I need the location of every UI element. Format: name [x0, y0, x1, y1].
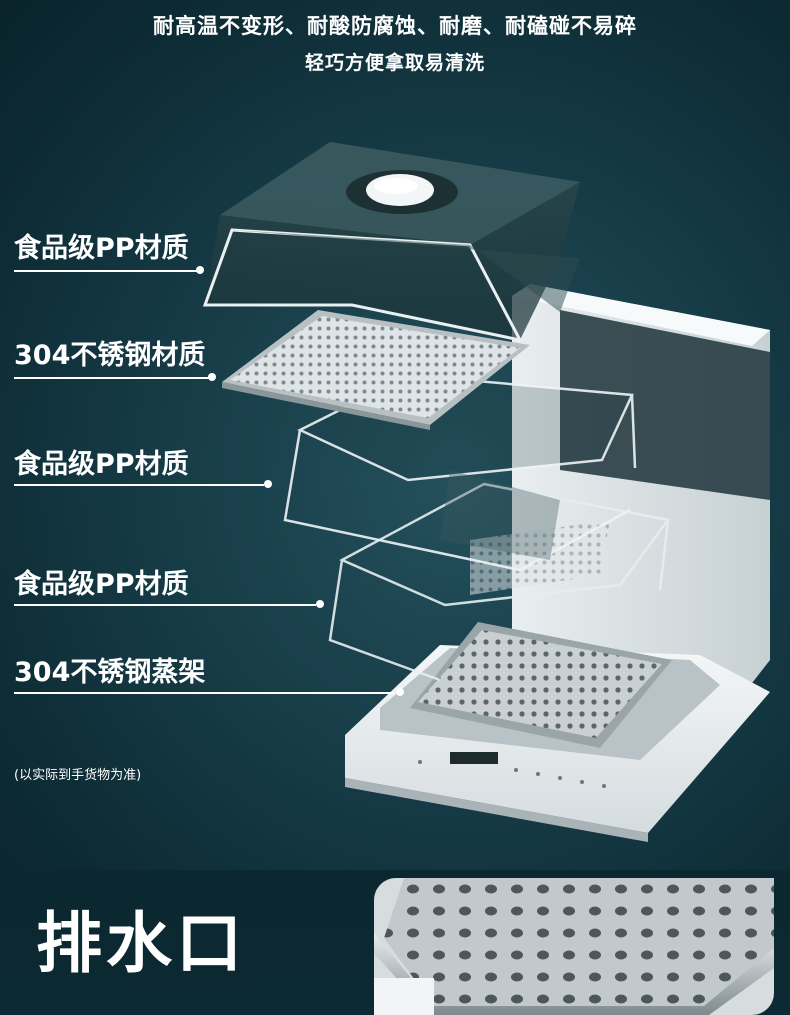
callout-line-basket-middle — [14, 484, 264, 486]
drain-section: 排水口 — [0, 870, 790, 1015]
steamer-steel-tray — [222, 310, 530, 430]
material-label-tray: 304不锈钢材质 — [14, 340, 206, 371]
callout-line-lid — [14, 270, 200, 272]
steamer-back-tower — [512, 284, 770, 692]
callout-line-rack — [14, 692, 394, 694]
callout-dot-tray — [208, 373, 216, 381]
steamer-exploded-illustration — [202, 142, 770, 842]
product-showcase: 耐高温不变形、耐酸防腐蚀、耐磨、耐磕碰不易碎 轻巧方便拿取易清洗 — [0, 0, 790, 870]
steamer-rack-bottom — [410, 622, 672, 748]
callout-dot-basket-bottom — [316, 600, 324, 608]
material-label-rack: 304不锈钢蒸架 — [14, 657, 206, 688]
material-label-basket-middle: 食品级PP材质 — [14, 449, 189, 480]
feature-headline: 耐高温不变形、耐酸防腐蚀、耐磨、耐磕碰不易碎 — [153, 14, 637, 38]
drain-closeup-photo — [374, 878, 774, 1015]
steamer-lid — [202, 142, 580, 343]
callout-line-tray — [14, 377, 210, 379]
material-label-lid: 食品级PP材质 — [14, 233, 189, 264]
callout-line-basket-bottom — [14, 604, 316, 606]
callout-dot-lid — [196, 266, 204, 274]
material-label-basket-bottom: 食品级PP材质 — [14, 569, 189, 600]
drain-title: 排水口 — [36, 905, 246, 982]
callout-dot-basket-middle — [264, 480, 272, 488]
feature-subheadline: 轻巧方便拿取易清洗 — [304, 52, 485, 74]
callout-dot-rack — [396, 688, 404, 696]
disclaimer-note: (以实际到手货物为准) — [14, 768, 142, 783]
